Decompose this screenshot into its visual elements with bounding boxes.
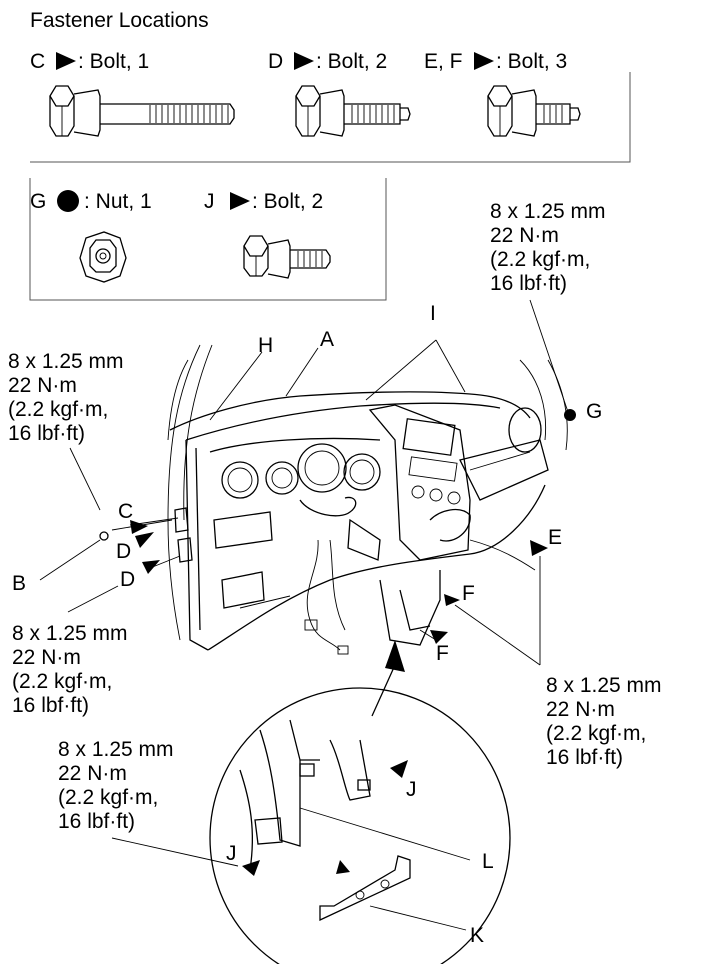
diagram-title: Fastener Locations — [30, 9, 209, 32]
legend-g-text: : Nut, 1 — [84, 190, 152, 213]
torque-line: 16 lbf·ft) — [546, 746, 623, 769]
label-i: I — [430, 302, 436, 325]
legend-c: C : Bolt, 1 — [30, 50, 235, 137]
f-marker-icon-lower — [430, 630, 448, 644]
j-marker-icon-upper — [390, 760, 408, 778]
torque-line: 16 lbf·ft) — [58, 810, 135, 833]
torque-line: 16 lbf·ft) — [8, 422, 85, 445]
c-marker-icon — [130, 520, 148, 534]
torque-line: 8 x 1.25 mm — [8, 350, 124, 373]
d-marker-icon-lower — [142, 560, 160, 574]
legend-d: D : Bolt, 2 — [268, 50, 411, 137]
legend-d-text: : Bolt, 2 — [316, 50, 387, 73]
label-l: L — [482, 850, 494, 873]
torque-line: (2.2 kgf·m, — [12, 670, 112, 693]
legend-j-marker-icon — [230, 192, 250, 210]
label-d-lower: D — [120, 568, 135, 591]
torque-line: 16 lbf·ft) — [12, 694, 89, 717]
label-k: K — [470, 924, 484, 947]
legend-ef: E, F : Bolt, 3 — [424, 50, 581, 137]
torque-line: 8 x 1.25 mm — [490, 200, 606, 223]
torque-line: 8 x 1.25 mm — [546, 674, 662, 697]
legend-d-marker-icon — [294, 52, 314, 70]
d-marker-icon-upper — [135, 532, 154, 548]
torque-line: 22 N·m — [8, 374, 77, 397]
label-b: B — [12, 572, 26, 595]
legend-c-marker-icon — [56, 52, 76, 70]
torque-label-g: 8 x 1.25 mm 22 N·m (2.2 kgf·m, 16 lbf·ft… — [490, 200, 606, 295]
nut-g-icon — [79, 231, 127, 283]
legend-ef-marker-icon — [474, 52, 494, 70]
torque-line: 22 N·m — [490, 224, 559, 247]
legend-j: J : Bolt, 2 — [204, 190, 331, 279]
torque-line: (2.2 kgf·m, — [8, 398, 108, 421]
torque-line: 8 x 1.25 mm — [58, 738, 174, 761]
legend-c-letter: C — [30, 50, 45, 73]
label-f-lower: F — [436, 642, 449, 665]
g-nut-marker-icon — [564, 409, 576, 421]
torque-line: (2.2 kgf·m, — [546, 722, 646, 745]
torque-label-ef: 8 x 1.25 mm 22 N·m (2.2 kgf·m, 16 lbf·ft… — [546, 674, 662, 769]
label-f-upper: F — [462, 582, 475, 605]
bolt-ef-icon — [487, 85, 581, 137]
legend-g: G : Nut, 1 — [30, 190, 152, 283]
label-e: E — [548, 526, 562, 549]
bolt-c-icon — [49, 85, 235, 137]
b-marker-icon — [99, 531, 109, 541]
f-marker-icon-upper — [444, 594, 460, 606]
bolt-d-icon — [295, 85, 411, 137]
zoom-arrow-icon — [385, 640, 405, 672]
legend-ef-text: : Bolt, 3 — [496, 50, 567, 73]
legend-j-letter: J — [204, 190, 215, 213]
legend-box-top — [30, 72, 631, 163]
legend-j-text: : Bolt, 2 — [252, 190, 323, 213]
label-c: C — [118, 500, 133, 523]
label-d-upper: D — [116, 540, 131, 563]
label-a: A — [320, 328, 334, 351]
torque-line: 8 x 1.25 mm — [12, 622, 128, 645]
torque-line: 22 N·m — [546, 698, 615, 721]
bolt-j-icon — [243, 235, 331, 279]
detail-inset — [209, 640, 511, 964]
torque-line: (2.2 kgf·m, — [490, 248, 590, 271]
j-marker-icon-lower — [242, 860, 260, 876]
torque-line: 22 N·m — [12, 646, 81, 669]
torque-line: 22 N·m — [58, 762, 127, 785]
callout-lines — [39, 299, 576, 931]
e-marker-icon — [530, 540, 548, 556]
label-g: G — [586, 400, 602, 423]
torque-line: (2.2 kgf·m, — [58, 786, 158, 809]
torque-label-c: 8 x 1.25 mm 22 N·m (2.2 kgf·m, 16 lbf·ft… — [8, 350, 124, 445]
torque-line: 16 lbf·ft) — [490, 272, 567, 295]
legend-g-letter: G — [30, 190, 46, 213]
torque-label-j: 8 x 1.25 mm 22 N·m (2.2 kgf·m, 16 lbf·ft… — [58, 738, 174, 833]
part-labels: A B C D D E F F G H I J J K L — [12, 302, 602, 947]
legend-ef-letter: E, F — [424, 50, 463, 73]
torque-label-d: 8 x 1.25 mm 22 N·m (2.2 kgf·m, 16 lbf·ft… — [12, 622, 128, 717]
label-j-lower: J — [226, 842, 237, 865]
dashboard-illustration — [167, 344, 568, 655]
label-j-upper: J — [406, 778, 417, 801]
legend-c-text: : Bolt, 1 — [78, 50, 149, 73]
legend-box-bottom — [29, 178, 387, 301]
legend-g-marker-icon — [57, 190, 79, 212]
legend-d-letter: D — [268, 50, 283, 73]
label-h: H — [258, 334, 273, 357]
